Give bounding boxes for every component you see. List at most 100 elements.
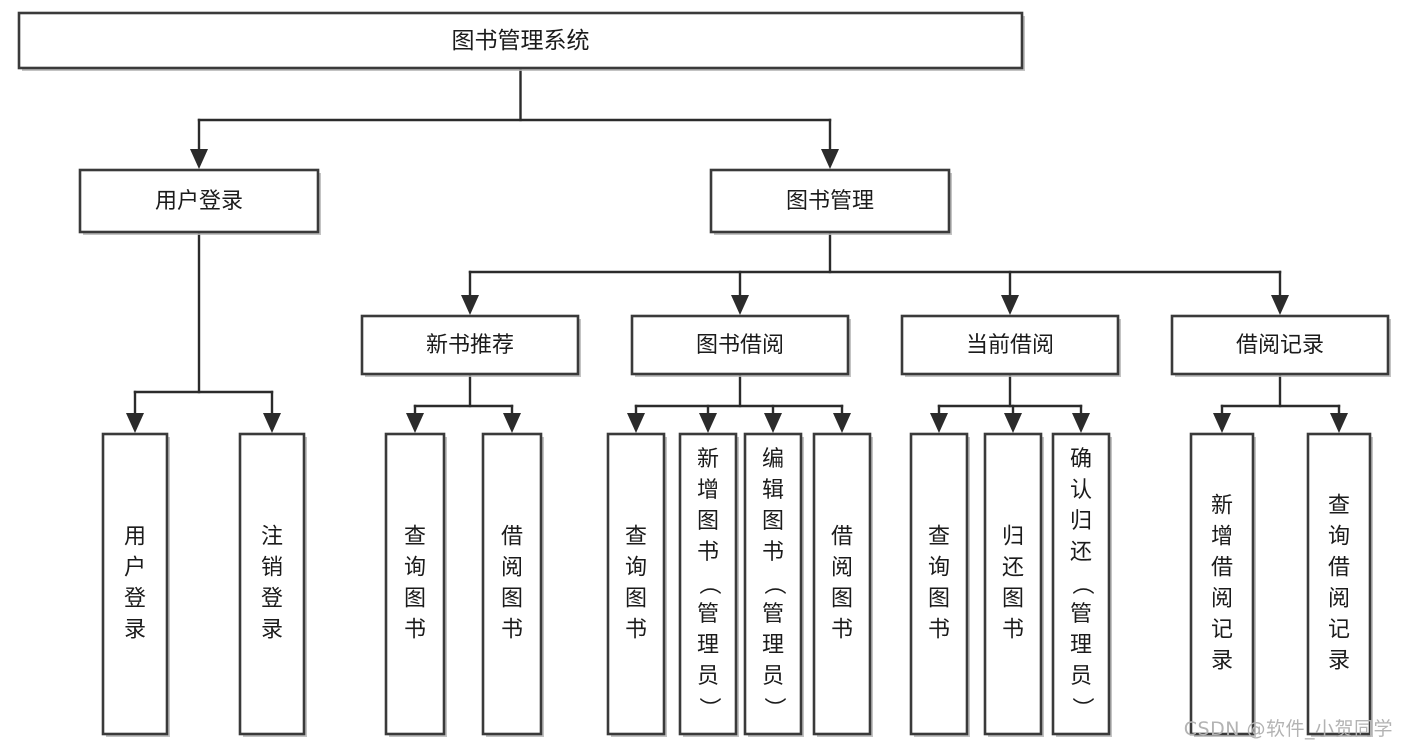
node-box[interactable] [1306,432,1372,736]
node-box[interactable] [630,314,850,376]
label-char: 书 [762,540,784,565]
label-char: 新 [1211,494,1233,519]
label-char: 销 [261,556,283,581]
label-char: 辑 [762,478,784,503]
label-char: 用 [124,525,146,550]
label-char: 借 [1211,556,1233,581]
node-box[interactable] [709,168,951,234]
node-box[interactable] [1189,432,1255,736]
level3-node-new-book-recommend[interactable]: 新书推荐 [360,314,581,377]
node-box[interactable] [606,432,666,736]
arrow-head-icon [764,413,782,433]
connector-book-management [461,230,1289,315]
node-box[interactable] [360,314,580,376]
node-box[interactable] [17,11,1024,70]
label-char: 询 [404,556,426,581]
connectors-group [126,66,1348,433]
level2-node-user-login[interactable]: 用户登录 [78,168,321,235]
node-label: 图书管理系统 [452,28,590,54]
arrow-head-icon [627,413,645,433]
label-char: 书 [404,618,426,643]
node-box[interactable] [909,432,969,736]
arrow-head-icon [833,413,851,433]
node-box[interactable] [743,432,803,736]
level2-node-book-management[interactable]: 图书管理 [709,168,952,235]
label-char: 借 [1328,556,1350,581]
node-box[interactable] [812,432,872,736]
node-box[interactable] [481,432,543,736]
label-char: 增 [1211,525,1233,550]
node-box[interactable] [678,432,738,736]
node-box[interactable] [101,432,169,736]
label-char: 阅 [1328,587,1350,612]
node-label: 新书推荐 [426,333,514,358]
arrow-head-icon [1001,295,1019,315]
node-box[interactable] [1051,432,1111,736]
label-char: 登 [261,587,283,612]
label-char: 员 [762,664,784,689]
label-char: 询 [625,556,647,581]
arrow-head-icon [699,413,717,433]
connector-new-book-recommend [406,372,521,433]
node-box[interactable] [384,432,446,736]
label-char: 理 [697,633,719,658]
level3-node-current-borrow[interactable]: 当前借阅 [900,314,1121,377]
node-box[interactable] [1170,314,1390,376]
node-box[interactable] [238,432,306,736]
label-char: 还 [1002,556,1024,581]
label-char: 录 [261,618,283,643]
level3-node-borrow-record[interactable]: 借阅记录 [1170,314,1391,377]
arrow-head-icon [731,295,749,315]
label-char: 还 [1070,540,1092,565]
label-char: （ [1069,573,1094,595]
label-char: 查 [625,525,647,550]
level3-node-book-borrow[interactable]: 图书借阅 [630,314,851,377]
node-label: 当前借阅 [966,333,1054,358]
label-char: 图 [404,587,426,612]
node-box[interactable] [900,314,1120,376]
nodes-group: 图书管理系统用户登录图书管理新书推荐图书借阅当前借阅借阅记录用户登录注销登录查询… [17,11,1391,737]
label-char: 登 [124,587,146,612]
arrow-head-icon [406,413,424,433]
label-char: 认 [1070,478,1092,503]
label-char: 图 [501,587,523,612]
node-box[interactable] [983,432,1043,736]
label-char: 员 [697,664,719,689]
watermark-label: CSDN @软件_小贺同学 [1183,718,1393,740]
label-char: 记 [1328,618,1350,643]
label-char: 图 [697,509,719,534]
label-char: 书 [501,618,523,643]
leaf-node-leaf-user-login[interactable]: 用户登录 [101,432,170,737]
arrow-head-icon [1213,413,1231,433]
label-char: 书 [928,618,950,643]
root-node-root[interactable]: 图书管理系统 [17,11,1025,71]
label-char: 书 [1002,618,1024,643]
node-label: 借阅记录 [1236,333,1324,358]
node-box[interactable] [78,168,320,234]
label-char: 录 [1211,649,1233,674]
connector-current-borrow [930,372,1090,433]
label-char: 查 [928,525,950,550]
label-char: 阅 [831,556,853,581]
